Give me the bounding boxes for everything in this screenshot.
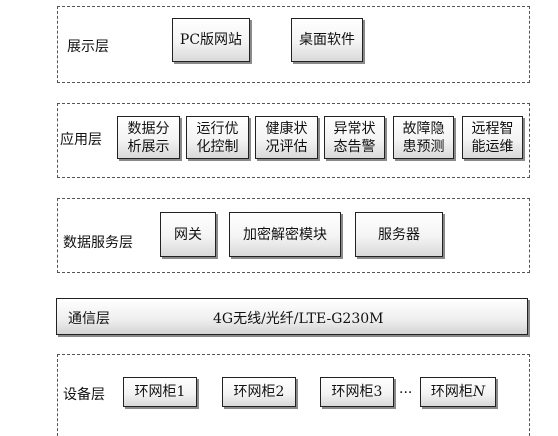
fault-prediction-box: 故障隐 患预测 bbox=[393, 116, 454, 159]
application-layer-label: 应用层 bbox=[60, 132, 102, 148]
application-layer bbox=[57, 103, 530, 178]
server-box: 服务器 bbox=[355, 212, 443, 257]
operation-optimization-box: 运行优 化控制 bbox=[186, 116, 249, 159]
data-service-layer bbox=[57, 198, 530, 273]
gateway-box: 网关 bbox=[160, 212, 216, 257]
ring-main-unit-n-italic: N bbox=[472, 384, 486, 400]
communication-layer-text: 4G无线/光纤/LTE-G230M bbox=[213, 311, 384, 327]
abnormal-alarm-box: 异常状 态告警 bbox=[324, 116, 385, 159]
encryption-module-box: 加密解密模块 bbox=[229, 212, 341, 257]
presentation-layer bbox=[57, 6, 530, 83]
device-layer-label: 设备层 bbox=[63, 387, 105, 403]
ring-main-unit-1-box: 环网柜1 bbox=[123, 377, 197, 407]
ring-main-unit-2-box: 环网柜2 bbox=[222, 377, 296, 407]
communication-layer-bar bbox=[56, 298, 528, 335]
health-assessment-box: 健康状 况评估 bbox=[255, 116, 318, 159]
presentation-layer-label: 展示层 bbox=[67, 39, 109, 55]
ring-main-unit-n-prefix: 环网柜 bbox=[430, 384, 473, 400]
pc-website-box: PC版网站 bbox=[172, 18, 250, 62]
ring-main-unit-3-box: 环网柜3 bbox=[320, 377, 394, 407]
desktop-software-box: 桌面软件 bbox=[291, 18, 363, 62]
data-analysis-display-box: 数据分 析展示 bbox=[117, 116, 180, 159]
device-layer bbox=[57, 354, 530, 436]
ellipsis-text: ··· bbox=[399, 385, 413, 401]
data-service-layer-label: 数据服务层 bbox=[63, 235, 133, 251]
remote-maintenance-box: 远程智 能运维 bbox=[462, 116, 523, 159]
communication-layer-label: 通信层 bbox=[68, 311, 110, 327]
